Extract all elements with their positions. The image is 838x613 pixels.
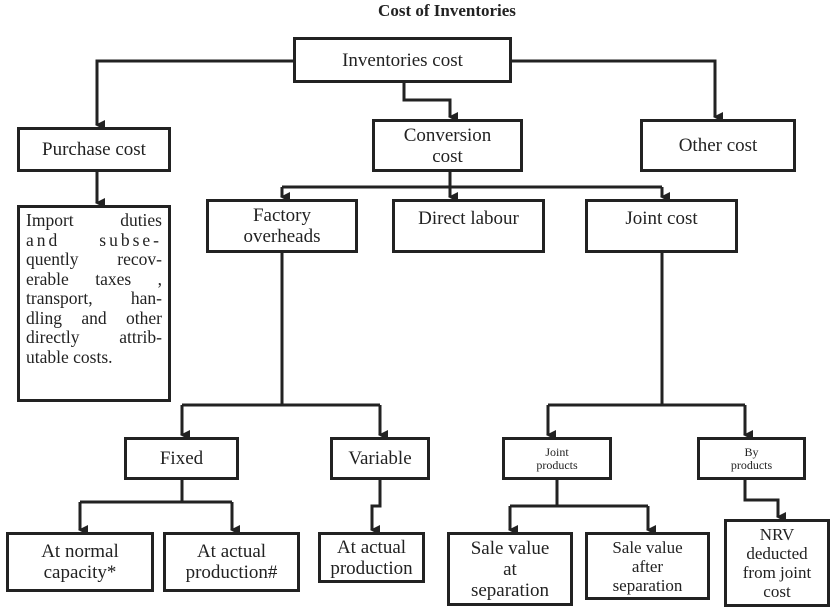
label-line: At normal	[41, 541, 119, 562]
label-line: separation	[470, 579, 550, 601]
label-line: NRV	[759, 525, 795, 544]
node-label: Joint cost	[625, 208, 698, 229]
node-label: Fixed	[159, 448, 204, 469]
label-line: from joint	[742, 563, 812, 582]
label-line: products	[730, 457, 773, 472]
label-line: Conversion	[403, 124, 492, 146]
node-purchase-cost: Purchase cost	[17, 127, 171, 172]
node-label: Variable	[348, 448, 412, 469]
label-line: deducted	[746, 544, 808, 563]
label-line: after	[631, 556, 664, 576]
node-label: Purchase cost	[42, 139, 146, 160]
node-variable: Variable	[330, 437, 430, 480]
label-line: production	[330, 557, 413, 579]
node-purchase-detail: Import duties and subse- quently recov- …	[17, 205, 171, 402]
edge-by-nrv	[743, 480, 786, 522]
label-line: Sale value	[470, 537, 550, 559]
label-line: at	[503, 558, 517, 580]
node-other-cost: Other cost	[640, 119, 796, 172]
label-line: erable taxes ,	[26, 268, 162, 289]
label-line: separation	[612, 575, 683, 595]
node-label: Inventories cost	[342, 49, 463, 71]
label-line: cost	[432, 145, 463, 167]
label-line: dling and other	[26, 307, 162, 328]
label-line: overheads	[243, 226, 321, 247]
label-line: production#	[185, 562, 278, 583]
label-line: cost	[763, 582, 791, 601]
node-label: Import duties and subse- quently recov- …	[26, 210, 162, 367]
edge-inventories-conversion	[402, 83, 458, 122]
label-line: and subse-	[26, 229, 162, 250]
label-line: transport, han-	[26, 288, 162, 308]
label-line: directly attrib-	[26, 327, 162, 347]
edge-variable-actual	[370, 480, 382, 535]
label-line: At actual	[196, 541, 267, 562]
node-direct-labour: Direct labour	[392, 199, 545, 253]
label-line: utable costs.	[26, 346, 113, 367]
node-label: Other cost	[678, 135, 758, 156]
node-joint-cost: Joint cost	[585, 199, 738, 253]
node-fixed: Fixed	[124, 437, 239, 480]
label-line: quently recov-	[26, 249, 162, 269]
label-line: Import duties	[26, 210, 162, 230]
label-line: At actual	[336, 536, 407, 558]
diagram-title: Cost of Inventories	[378, 1, 516, 20]
label-line: Factory	[252, 205, 312, 226]
node-inventories-cost: Inventories cost	[293, 37, 512, 83]
edge-inventories-other	[512, 59, 723, 122]
edge-inventories-purchase	[95, 59, 293, 130]
label-line: By	[744, 444, 759, 459]
label-line: Sale value	[612, 537, 683, 557]
node-label: Direct labour	[418, 208, 519, 229]
label-line: Joint	[545, 444, 569, 459]
label-line: products	[536, 457, 578, 472]
label-line: capacity*	[43, 562, 117, 583]
